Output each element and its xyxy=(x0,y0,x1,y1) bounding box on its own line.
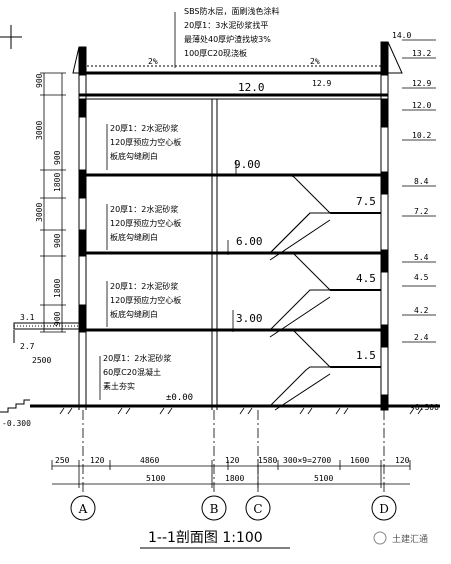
ground-hatch xyxy=(59,407,423,415)
level-0: ±0.00 xyxy=(166,393,193,403)
bottom-dim-5100b: 5100 xyxy=(314,474,333,483)
bottom-dimensions-row2: 5100 1800 5100 xyxy=(146,474,333,483)
roof-slope-right: 2% xyxy=(310,57,320,66)
right-level-10-2: 10.2 xyxy=(412,131,431,140)
entrance-canopy xyxy=(13,322,80,343)
left-dim-5: 3000 xyxy=(35,203,44,222)
roof-note-2: 20厚1：3水泥砂浆找平 xyxy=(184,20,268,30)
axis-label-a: A xyxy=(78,502,88,516)
watermark-text: 土建汇通 xyxy=(392,533,428,545)
floor-note-2-3: 板底勾缝刷白 xyxy=(110,232,158,242)
right-level-4-5: 4.5 xyxy=(414,273,429,282)
axis-label-c: C xyxy=(253,502,262,516)
floor-notes-1: 20厚1：2水泥砂浆 120厚预应力空心板 板底勾缝刷白 xyxy=(110,281,181,319)
right-level-2-4: 2.4 xyxy=(414,333,429,342)
exterior-steps xyxy=(0,399,30,413)
roof-structure xyxy=(72,41,403,100)
right-level-5-4: 5.4 xyxy=(414,253,429,262)
inside-levels: 12.0 9.00 6.00 3.00 ±0.00 xyxy=(166,81,265,403)
left-dimensions: 900 3000 900 1800 3000 900 1800 900 xyxy=(35,73,62,326)
drawing-title: 1--1剖面图 1:100 xyxy=(148,530,263,546)
walls xyxy=(78,73,389,411)
level-12: 12.0 xyxy=(238,81,265,94)
canopy-level-bottom: 2.7 xyxy=(20,342,35,351)
note-leaders xyxy=(99,12,237,400)
right-level-14: 14.0 xyxy=(392,31,411,40)
roof-note-3: 最薄处40厚炉渣找坡3% xyxy=(184,34,271,44)
canopy-level-top: 3.1 xyxy=(20,313,35,322)
left-dim-6: 900 xyxy=(53,233,62,248)
axis-circles xyxy=(70,495,397,521)
watermark: 土建汇通 xyxy=(373,531,428,545)
stair-level-4-5: 4.5 xyxy=(356,272,376,285)
left-dimension-chain xyxy=(40,72,66,333)
left-dim-4: 1800 xyxy=(53,173,62,192)
roof-slope-left: 2% xyxy=(148,57,158,66)
right-level-7-2: 7.2 xyxy=(414,207,429,216)
axis-labels: A B C D xyxy=(78,502,389,516)
axis-lines xyxy=(82,410,385,492)
bottom-dim-120a: 120 xyxy=(90,456,105,465)
stair-level-7-5: 7.5 xyxy=(356,195,376,208)
right-level-12-9: 12.9 xyxy=(412,79,431,88)
right-level-13-2: 13.2 xyxy=(412,49,431,58)
roof-note-4: 100厚C20现浇板 xyxy=(184,48,247,58)
right-level-12: 12.0 xyxy=(412,101,431,110)
canopy-dimension: 2500 xyxy=(32,356,51,365)
watermark-icon xyxy=(373,531,387,545)
level-6: 6.00 xyxy=(236,235,263,248)
floor-slabs xyxy=(30,173,440,408)
floor-note-3-1: 20厚1：2水泥砂浆 xyxy=(110,123,178,133)
outside-level-left: -0.300 xyxy=(2,419,31,428)
bottom-dim-120b: 120 xyxy=(225,456,240,465)
floor-note-1-1: 20厚1：2水泥砂浆 xyxy=(110,281,178,291)
axis-label-d: D xyxy=(379,502,389,516)
bottom-dimension-lines xyxy=(51,460,411,488)
bottom-dim-4860: 4860 xyxy=(140,456,159,465)
roof-level: 12.9 xyxy=(312,79,331,88)
ground-notes: 20厚1：2水泥砂浆 60厚C20混凝土 素土夯实 xyxy=(103,353,171,391)
ground-note-2: 60厚C20混凝土 xyxy=(103,367,161,377)
floor-note-1-2: 120厚预应力空心板 xyxy=(110,295,181,305)
stair-levels: 7.5 4.5 1.5 xyxy=(356,195,376,362)
bottom-dim-2700: 300×9=2700 xyxy=(283,456,331,465)
right-level-marks xyxy=(402,39,436,343)
bottom-dim-1580: 1580 xyxy=(258,456,277,465)
floor-notes-2: 20厚1：2水泥砂浆 120厚预应力空心板 板底勾缝刷白 xyxy=(110,204,181,242)
roof-notes: SBS防水层，面刷浅色涂料 20厚1：3水泥砂浆找平 最薄处40厚炉渣找坡3% … xyxy=(184,6,280,58)
left-dim-1: 900 xyxy=(35,73,44,88)
left-dim-7: 1800 xyxy=(53,279,62,298)
right-levels: 14.0 13.2 12.9 12.0 10.2 8.4 7.2 5.4 4.5… xyxy=(392,31,431,342)
level-9: 9.00 xyxy=(234,158,261,171)
bottom-dim-5100a: 5100 xyxy=(146,474,165,483)
left-dim-3: 900 xyxy=(53,150,62,165)
bottom-dim-250: 250 xyxy=(55,456,70,465)
left-dim-2: 3000 xyxy=(35,121,44,140)
stair-level-1-5: 1.5 xyxy=(356,349,376,362)
floor-note-3-2: 120厚预应力空心板 xyxy=(110,137,181,147)
floor-note-3-3: 板底勾缝刷白 xyxy=(110,151,158,161)
level-3: 3.00 xyxy=(236,312,263,325)
floor-note-2-2: 120厚预应力空心板 xyxy=(110,218,181,228)
ground-note-1: 20厚1：2水泥砂浆 xyxy=(103,353,171,363)
left-dim-8: 900 xyxy=(53,311,62,326)
outside-levels: -0.300 -0.300 xyxy=(2,403,439,428)
outside-level-right: -0.300 xyxy=(410,403,439,412)
bottom-dimensions-row1: 250 120 4860 120 1580 300×9=2700 1600 12… xyxy=(55,456,410,465)
bottom-dim-1600: 1600 xyxy=(350,456,369,465)
axis-label-b: B xyxy=(210,502,219,516)
bottom-dim-1800: 1800 xyxy=(225,474,244,483)
floor-notes-3: 20厚1：2水泥砂浆 120厚预应力空心板 板底勾缝刷白 xyxy=(110,123,181,161)
ground-note-3: 素土夯实 xyxy=(103,381,135,391)
canopy-levels: 3.1 2.7 xyxy=(20,313,35,351)
floor-note-2-1: 20厚1：2水泥砂浆 xyxy=(110,204,178,214)
roof-note-1: SBS防水层，面刷浅色涂料 xyxy=(184,6,280,16)
right-level-8-4: 8.4 xyxy=(414,177,429,186)
floor-note-1-3: 板底勾缝刷白 xyxy=(110,309,158,319)
stair-flights xyxy=(269,174,331,411)
bottom-dim-120c: 120 xyxy=(395,456,410,465)
crosshair-marker xyxy=(0,25,22,49)
right-level-4-2: 4.2 xyxy=(414,306,429,315)
